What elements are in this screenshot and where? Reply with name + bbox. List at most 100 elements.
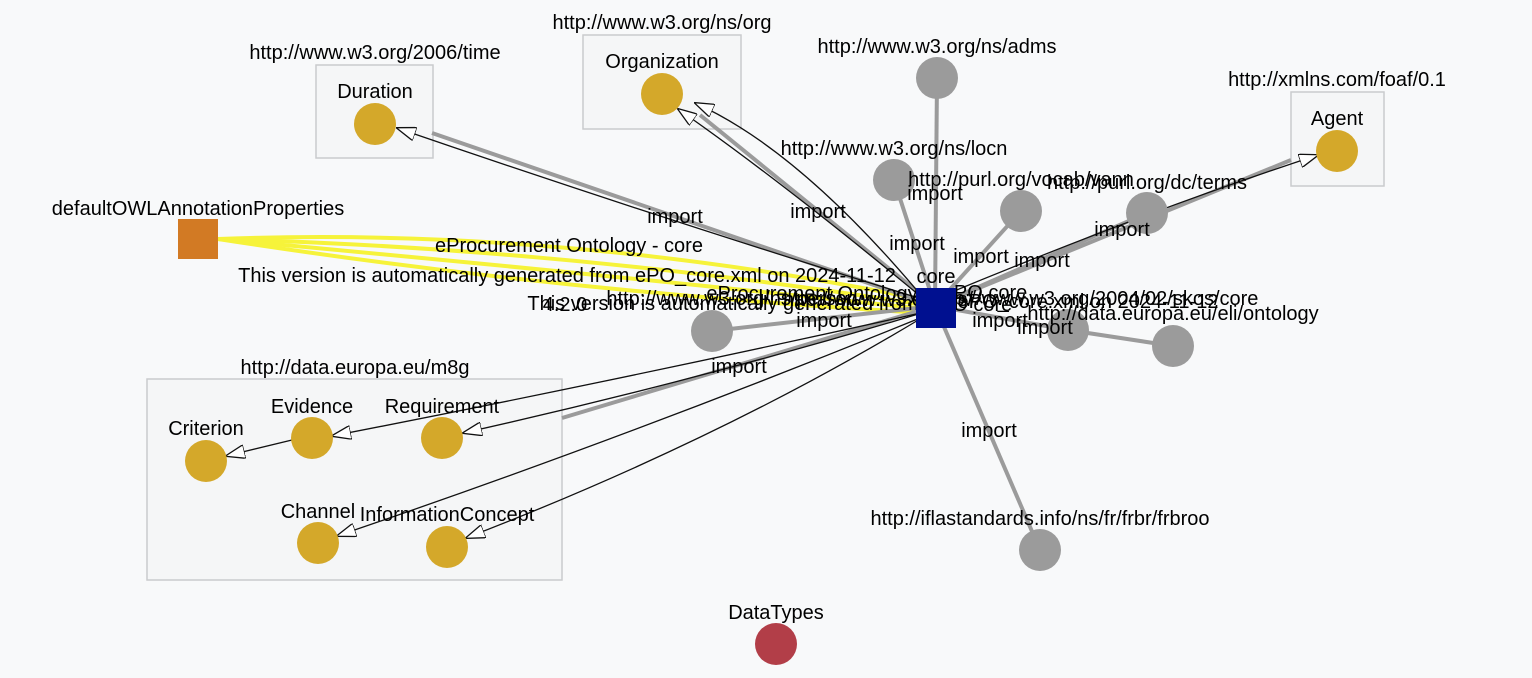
class-label-requirement: Requirement (385, 396, 500, 418)
annotation-title-label: eProcurement Ontology - core (435, 235, 703, 257)
ontology-node[interactable] (1126, 192, 1168, 234)
datatypes-circle[interactable] (755, 623, 797, 665)
center-overlap-label: ePO core (943, 282, 1027, 304)
class-label-organization: Organization (605, 51, 718, 73)
ontology-node[interactable] (873, 159, 915, 201)
import-edge-person (711, 304, 936, 333)
annotation-overlap-label: This version is automatically generated … (527, 293, 918, 315)
annotation-overlap-label: http://www.w3.org/ns/person (606, 288, 857, 310)
ontology-node-skos[interactable]: http://www.w3.org/2004/02/skos/core (932, 288, 1259, 351)
ontology-node-adms[interactable]: http://www.w3.org/ns/adms (818, 36, 1057, 99)
import-label: import (907, 183, 963, 205)
class-node[interactable] (421, 417, 463, 459)
ontology-node-vann[interactable]: http://purl.org/vocab/vann (908, 169, 1134, 232)
ontology-node-locn[interactable]: http://www.w3.org/ns/locn (781, 138, 1008, 201)
annotation-version-label: This version is automatically generated … (238, 265, 896, 287)
class-node-information-concept[interactable]: InformationConcept (360, 504, 535, 568)
ontology-node-dcterms[interactable]: http://purl.org/dc/terms (1047, 172, 1247, 234)
annotation-node-label: defaultOWLAnnotationProperties (52, 198, 344, 220)
import-edge-frbroo (933, 305, 1042, 551)
ontology-label-vann: http://purl.org/vocab/vann (908, 169, 1134, 191)
import-label: import (647, 206, 703, 228)
center-overlap-label: ePO_core.xml on 2024-11-12 (958, 291, 1219, 313)
class-node-duration[interactable]: Duration (337, 81, 413, 145)
import-edge-adms (933, 77, 939, 307)
class-node[interactable] (354, 103, 396, 145)
subclass-edge (337, 315, 926, 536)
class-label-evidence: Evidence (271, 396, 353, 418)
import-label: import (972, 310, 1028, 332)
subclass-edge (226, 439, 293, 456)
class-node[interactable] (1316, 130, 1358, 172)
ontology-label-frbroo: http://iflastandards.info/ns/fr/frbr/frb… (870, 508, 1209, 530)
subclass-edge (332, 311, 926, 436)
import-edge-locn (892, 179, 937, 307)
ontology-label-locn: http://www.w3.org/ns/locn (781, 138, 1008, 160)
ontology-label-eli: http://data.europa.eu/eli/ontology (1027, 303, 1318, 325)
annotation-edge (217, 235, 926, 302)
class-label-channel: Channel (281, 501, 356, 523)
ontology-node[interactable] (1047, 309, 1089, 351)
import-labels: import import import import import impor… (647, 183, 1150, 442)
group-foaf-label: http://xmlns.com/foaf/0.1 (1228, 69, 1446, 91)
import-edge-skos (934, 304, 1069, 332)
class-node[interactable] (641, 73, 683, 115)
ontology-node[interactable] (1019, 529, 1061, 571)
import-label: import (790, 201, 846, 223)
class-node-channel[interactable]: Channel (281, 501, 356, 564)
class-node[interactable] (297, 522, 339, 564)
center-node-square[interactable] (916, 288, 956, 328)
ontology-node-eli[interactable]: http://data.europa.eu/eli/ontology (1027, 303, 1319, 367)
class-node[interactable] (185, 440, 227, 482)
class-node[interactable] (291, 417, 333, 459)
ontology-label-adms: http://www.w3.org/ns/adms (818, 36, 1057, 58)
subclass-edge (466, 315, 926, 538)
subclass-edge (678, 109, 926, 301)
ontology-label-dcterms: http://purl.org/dc/terms (1047, 172, 1247, 194)
annotation-node-square[interactable] (178, 219, 218, 259)
ontology-node-frbroo[interactable]: http://iflastandards.info/ns/fr/frbr/frb… (870, 508, 1210, 571)
class-node-criterion[interactable]: Criterion (168, 418, 244, 482)
import-label: import (711, 356, 767, 378)
subclass-edge (695, 103, 926, 301)
annotation-node[interactable]: defaultOWLAnnotationProperties (52, 198, 344, 259)
datatypes-label: DataTypes (728, 602, 824, 624)
class-label-duration: Duration (337, 81, 413, 103)
ontology-node[interactable] (1000, 190, 1042, 232)
center-ontology-node[interactable]: ePO core ePO_core.xml on 2024-11-12 http… (783, 266, 1218, 328)
class-label-information-concept: InformationConcept (360, 504, 535, 526)
annotation-labels: eProcurement Ontology - core This versio… (238, 235, 919, 316)
ontology-label-skos: http://www.w3.org/2004/02/skos/core (932, 288, 1259, 310)
annotation-edge (217, 237, 926, 307)
annotation-overlap-label: eProcurement Ontology (706, 283, 917, 305)
group-m8g-label: http://data.europa.eu/m8g (240, 357, 469, 379)
annotation-edges (217, 235, 926, 315)
group-time-label: http://www.w3.org/2006/time (249, 42, 500, 64)
class-node[interactable] (426, 526, 468, 568)
import-label: import (961, 420, 1017, 442)
import-label: import (1017, 317, 1073, 339)
import-label: import (1014, 250, 1070, 272)
class-label-criterion: Criterion (168, 418, 244, 440)
subclass-edge (397, 128, 926, 301)
class-node-agent[interactable]: Agent (1311, 108, 1364, 172)
class-node-requirement[interactable]: Requirement (385, 396, 500, 459)
import-label: import (889, 233, 945, 255)
center-node-label: core (917, 266, 956, 288)
class-node-evidence[interactable]: Evidence (271, 396, 353, 459)
group-m8g-box[interactable] (146, 378, 563, 581)
group-org-label: http://www.w3.org/ns/org (553, 12, 772, 34)
ontology-node[interactable] (1152, 325, 1194, 367)
import-label: import (1094, 219, 1150, 241)
import-label: import (796, 310, 852, 332)
subclass-edge (463, 311, 926, 433)
ontology-node-unlabeled[interactable] (691, 310, 733, 352)
import-label: import (953, 246, 1009, 268)
class-node-organization[interactable]: Organization (605, 51, 719, 115)
annotation-edge (217, 237, 926, 315)
ontology-node[interactable] (691, 310, 733, 352)
datatypes-node[interactable]: DataTypes (728, 602, 824, 665)
import-edge-org (698, 113, 937, 308)
ontology-node[interactable] (916, 57, 958, 99)
